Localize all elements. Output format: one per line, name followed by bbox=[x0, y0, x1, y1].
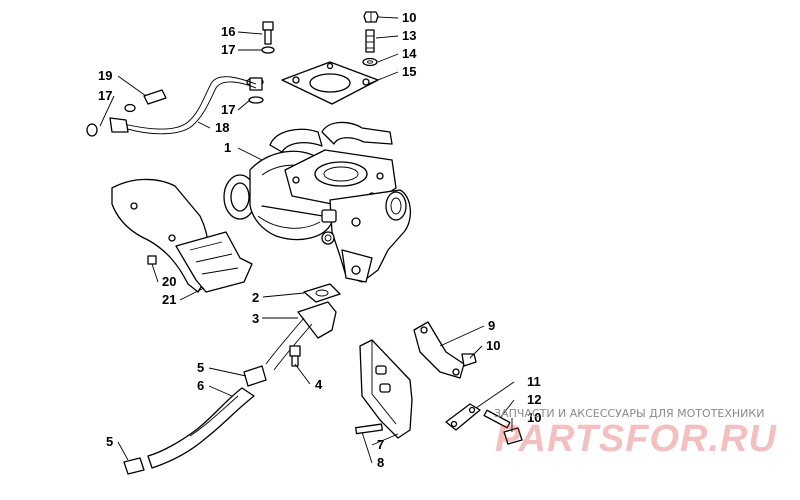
callout-4: 4 bbox=[315, 377, 323, 392]
callout-20: 20 bbox=[162, 274, 176, 289]
callout-3: 3 bbox=[252, 311, 259, 326]
small-bracket bbox=[445, 403, 523, 445]
callout-11: 11 bbox=[527, 374, 541, 389]
callout-17-right: 17 bbox=[221, 102, 235, 117]
return-hose bbox=[123, 365, 267, 475]
heat-shield bbox=[111, 178, 253, 293]
callout-5-lower: 5 bbox=[106, 434, 113, 449]
turbocharger bbox=[223, 121, 411, 283]
callout-10-top: 10 bbox=[402, 10, 416, 25]
callout-15: 15 bbox=[402, 64, 416, 79]
link-bracket bbox=[413, 321, 477, 379]
callout-18: 18 bbox=[215, 120, 229, 135]
callout-13: 13 bbox=[402, 28, 416, 43]
callout-17-top: 17 bbox=[221, 42, 235, 57]
leader-lines bbox=[99, 16, 515, 464]
callout-6: 6 bbox=[197, 378, 204, 393]
callout-1: 1 bbox=[224, 140, 231, 155]
callout-8: 8 bbox=[377, 455, 384, 470]
watermark-logo: PARTSFOR.RU bbox=[495, 418, 777, 460]
callout-10-middle: 10 bbox=[486, 338, 500, 353]
watermark-caption: ЗАПЧАСТИ И АКСЕССУАРЫ ДЛЯ МОТОТЕХНИКИ bbox=[494, 407, 764, 420]
top-fastener-stack bbox=[362, 11, 379, 67]
callout-14: 14 bbox=[402, 46, 417, 61]
callout-7: 7 bbox=[377, 437, 384, 452]
callout-2: 2 bbox=[252, 290, 259, 305]
callout-19: 19 bbox=[98, 68, 112, 83]
callout-12: 12 bbox=[527, 392, 541, 407]
oil-return-pipe bbox=[265, 283, 341, 371]
oil-feed-line bbox=[86, 21, 275, 137]
mounting-bracket bbox=[355, 339, 413, 439]
callout-5-upper: 5 bbox=[197, 360, 204, 375]
callout-9: 9 bbox=[488, 318, 495, 333]
callout-21: 21 bbox=[162, 292, 176, 307]
callout-16: 16 bbox=[221, 24, 235, 39]
turbo-gasket bbox=[281, 61, 379, 105]
callout-17-left: 17 bbox=[98, 88, 112, 103]
callout-10-lower: 10 bbox=[527, 410, 541, 425]
